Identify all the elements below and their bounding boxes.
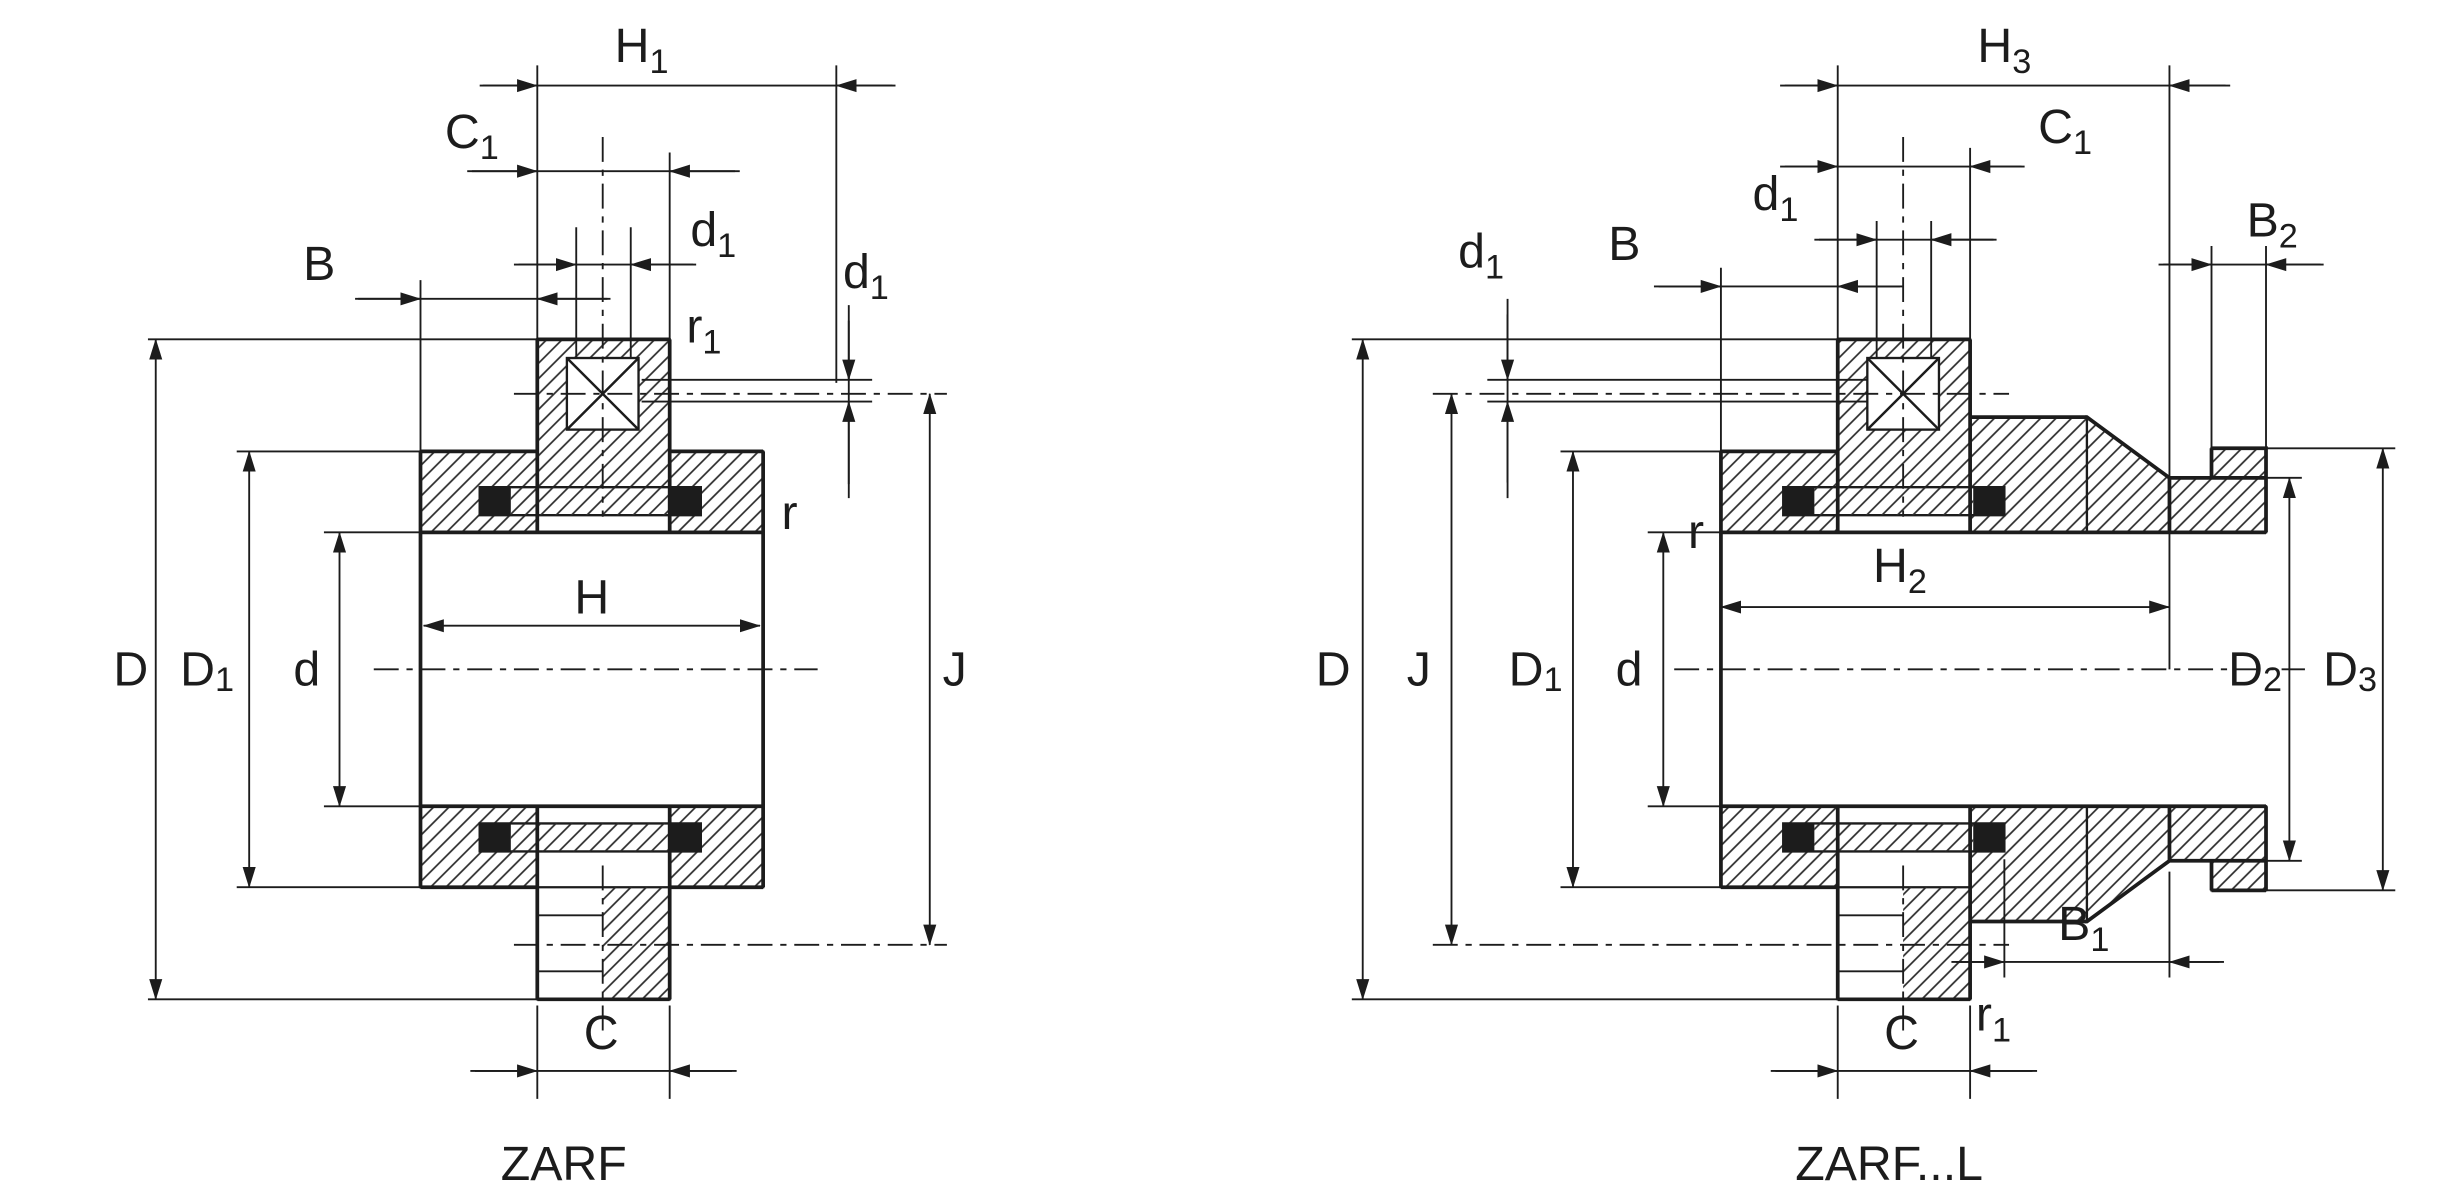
dim-label-D: D: [1316, 642, 1351, 696]
dim-label-d1-top: d1: [690, 203, 736, 265]
dim-label-r: r: [1688, 505, 1704, 559]
dim-label-d-bore: d: [1616, 642, 1643, 696]
dim-label-D3: D3: [2323, 642, 2377, 699]
dim-label-h2: H2: [1873, 539, 1927, 601]
dim-label-b: B: [1608, 217, 1640, 271]
dim-label-b1: B1: [2058, 897, 2109, 959]
dim-label-r: r: [782, 486, 798, 540]
washer-hatch: [1814, 487, 1974, 1000]
dim-label-D1: D1: [180, 642, 234, 699]
dim-label-c1: C1: [2038, 100, 2092, 162]
dim-label-j: J: [943, 642, 967, 696]
dim-label-b2: B2: [2247, 194, 2298, 256]
dim-label-r1: r1: [686, 299, 721, 361]
dim-label-r1: r1: [1976, 987, 2011, 1049]
dim-label-c1: C1: [445, 105, 499, 167]
centerlines: [373, 136, 947, 1031]
dimension-labels: H3 C1 d1 B B2 d1 r H2 D J D1 d D2 D3 B1 …: [1316, 19, 2377, 1191]
figure-zarf: H1 C1 d1 B d1 r1 r H D D1 d J C ZARF: [113, 19, 966, 1191]
centerlines: [1432, 136, 2305, 1031]
dim-label-j: J: [1407, 642, 1431, 696]
dim-label-D2: D2: [2228, 642, 2282, 699]
figure-zarf-l: H3 C1 d1 B B2 d1 r H2 D J D1 d D2 D3 B1 …: [1316, 19, 2396, 1191]
dim-label-d1-top: d1: [1752, 167, 1798, 229]
dim-label-d-bore: d: [293, 642, 320, 696]
dim-label-h3: H3: [1977, 19, 2031, 81]
dim-label-D: D: [113, 642, 148, 696]
extension-lines: [147, 65, 896, 1099]
dim-label-b: B: [303, 237, 335, 291]
dim-label-c: C: [584, 1006, 619, 1060]
figure-caption-zarf: ZARF: [501, 1137, 627, 1191]
dimension-labels: H1 C1 d1 B d1 r1 r H D D1 d J C ZARF: [113, 19, 966, 1191]
washer-hatch: [510, 487, 670, 1000]
dim-label-h1: H1: [615, 19, 669, 81]
figure-caption-zarf-l: ZARF...L: [1795, 1137, 1983, 1191]
dim-label-d1-side: d1: [843, 245, 889, 307]
dimension-arrows: [149, 79, 937, 1078]
dim-label-c: C: [1884, 1006, 1919, 1060]
dim-label-d1-side: d1: [1458, 225, 1504, 287]
dimension-arrows: [1356, 79, 2390, 1078]
dim-label-h: H: [574, 570, 609, 624]
dim-label-D1: D1: [1509, 642, 1563, 699]
